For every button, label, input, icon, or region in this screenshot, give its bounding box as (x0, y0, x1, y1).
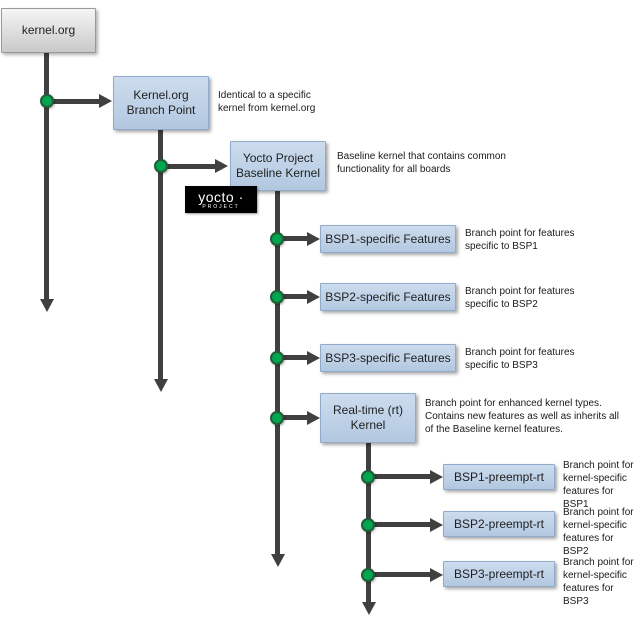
branch-point-dot (361, 470, 375, 484)
note-bsp1-rt: Branch point for kernel-specific feature… (563, 460, 634, 510)
arrowhead-right-icon (307, 351, 320, 365)
branch-point-dot (270, 411, 284, 425)
branch-point-dot (270, 290, 284, 304)
node-bsp2-features: BSP2-specific Features (320, 283, 456, 311)
node-label: BSP2-specific Features (325, 289, 451, 304)
note-rt: Branch point for enhanced kernel types. … (425, 398, 619, 435)
node-baseline-kernel: Yocto Project Baseline Kernel (230, 141, 326, 191)
branch-point-dot (270, 232, 284, 246)
node-bsp2-preempt-rt: BSP2-preempt-rt (443, 511, 555, 537)
connector-to-bsp1-rt (368, 474, 430, 479)
arrowhead-down-icon (362, 602, 376, 615)
arrowhead-right-icon (99, 94, 112, 108)
yocto-logo-text: yocto · (198, 188, 244, 205)
arrowhead-down-icon (40, 299, 54, 312)
kernel-org-trunk-line (44, 53, 49, 300)
node-label: Kernel.org (133, 88, 189, 102)
node-label: Real-time (rt) (332, 403, 403, 417)
node-label: BSP3-specific Features (325, 350, 451, 365)
node-label: Kernel (350, 418, 386, 432)
arrowhead-down-icon (154, 379, 168, 392)
note-bsp2-rt: Branch point for kernel-specific feature… (563, 507, 634, 557)
note-bsp3: Branch point for features specific to BS… (465, 347, 575, 371)
node-label: Baseline Kernel (235, 166, 321, 180)
yocto-project-logo: yocto · PROJECT (185, 186, 257, 213)
node-branch-point: Kernel.org Branch Point (113, 76, 209, 130)
connector-to-bsp2 (277, 294, 307, 299)
note-bsp3-rt: Branch point for kernel-specific feature… (563, 557, 634, 607)
arrowhead-right-icon (307, 232, 320, 246)
node-label: BSP2-preempt-rt (453, 516, 545, 531)
node-label: Branch Point (126, 103, 196, 117)
yocto-logo-subtext: PROJECT (202, 203, 240, 210)
connector-to-bsp3 (277, 355, 307, 360)
node-rt-kernel: Real-time (rt) Kernel (320, 393, 416, 443)
arrowhead-right-icon (430, 470, 443, 484)
connector-to-bsp2-rt (368, 522, 430, 527)
node-label: BSP1-specific Features (325, 231, 451, 246)
note-bsp1: Branch point for features specific to BS… (465, 228, 575, 252)
branch-point-dot (40, 94, 54, 108)
connector-to-branch-point (46, 99, 99, 104)
node-label: Yocto Project (242, 151, 314, 165)
branch-point-trunk-line (158, 130, 163, 380)
note-baseline: Baseline kernel that contains common fun… (337, 151, 506, 175)
arrowhead-right-icon (215, 159, 228, 173)
branch-point-dot (270, 351, 284, 365)
note-branch-point: Identical to a specific kernel from kern… (218, 90, 316, 114)
node-bsp3-preempt-rt: BSP3-preempt-rt (443, 561, 555, 587)
branch-point-dot (154, 159, 168, 173)
connector-to-bsp3-rt (368, 572, 430, 577)
node-label: BSP3-preempt-rt (453, 566, 545, 581)
baseline-trunk-line (275, 190, 280, 555)
node-bsp3-features: BSP3-specific Features (320, 344, 456, 372)
connector-to-rt (277, 415, 307, 420)
node-kernel-org: kernel.org (1, 8, 96, 53)
arrowhead-right-icon (307, 290, 320, 304)
arrowhead-right-icon (430, 568, 443, 582)
branch-point-dot (361, 518, 375, 532)
arrowhead-right-icon (430, 518, 443, 532)
note-bsp2: Branch point for features specific to BS… (465, 286, 575, 310)
node-bsp1-features: BSP1-specific Features (320, 225, 456, 253)
connector-to-bsp1 (277, 236, 307, 241)
node-label: BSP1-preempt-rt (453, 469, 545, 484)
connector-to-baseline (160, 164, 215, 169)
node-bsp1-preempt-rt: BSP1-preempt-rt (443, 464, 555, 490)
arrowhead-right-icon (307, 411, 320, 425)
branch-point-dot (361, 568, 375, 582)
node-label: kernel.org (21, 23, 76, 37)
arrowhead-down-icon (271, 554, 285, 567)
